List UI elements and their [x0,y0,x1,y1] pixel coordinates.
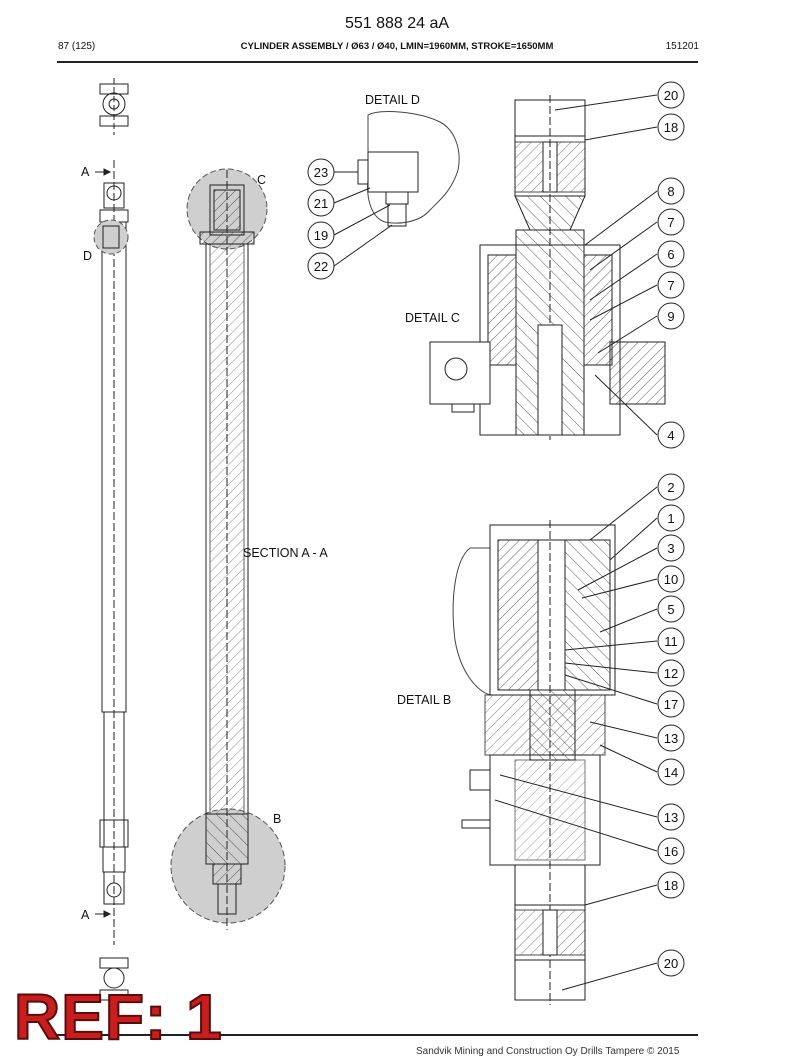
balloon-label: 7 [667,278,674,293]
balloon [657,302,685,330]
item-balloons [307,81,685,977]
balloon-label: 14 [664,765,678,780]
balloon-label: 9 [667,309,674,324]
balloon-label: 13 [664,810,678,825]
balloon-label: 22 [314,259,328,274]
balloon-label: 12 [664,666,678,681]
callout-d-letter: D [83,249,93,263]
balloon [657,271,685,299]
balloon [657,690,685,718]
balloon [657,724,685,752]
balloon [657,659,685,687]
balloon [657,421,685,449]
balloon-label: 10 [664,572,678,587]
balloon-label: 5 [667,602,674,617]
header-rule [57,61,698,63]
balloon [657,177,685,205]
balloon-label: 11 [664,634,678,649]
detail-b-label: DETAIL B [397,693,452,707]
balloon [657,504,685,532]
balloon-label: 21 [314,196,328,211]
balloon-label: 17 [664,697,678,712]
balloon [657,837,685,865]
sheet-title: CYLINDER ASSEMBLY / Ø63 / Ø40, LMIN=1960… [240,41,554,52]
section-marker-bottom: A [81,908,90,922]
balloon-label: 23 [314,165,328,180]
balloon [307,158,335,186]
detail-b-view [452,486,658,1005]
revision-code: 151201 [665,41,699,52]
balloon-label: 20 [664,956,678,971]
callout-c-letter: C [257,173,267,187]
balloon-label: 6 [667,247,674,262]
balloon [657,565,685,593]
detail-d-callout-circle [93,219,129,255]
footer-copyright: Sandvik Mining and Construction Oy Drill… [416,1046,680,1057]
balloon [657,595,685,623]
balloon [657,627,685,655]
balloon [307,221,335,249]
balloon [307,189,335,217]
balloon [657,534,685,562]
balloon [657,871,685,899]
balloon-label: 1 [667,511,674,526]
balloon-label: 16 [664,844,678,859]
balloon [657,949,685,977]
section-marker-top: A [81,165,90,179]
footer-rule [57,1034,698,1036]
balloon-label: 13 [664,731,678,746]
balloon [657,208,685,236]
page-number: 87 (125) [58,41,96,52]
balloon [657,758,685,786]
balloon-label: 18 [664,120,678,135]
detail-d-view [333,110,460,267]
balloon [657,803,685,831]
ref-stamp: REF: 1 [13,981,223,1053]
cylinder-exterior-view [95,78,129,1001]
balloon-label: 2 [667,480,674,495]
balloon [657,81,685,109]
balloon-label: 18 [664,878,678,893]
balloon-label: 4 [667,428,674,443]
detail-c-label: DETAIL C [405,311,460,325]
balloon [307,252,335,280]
detail-c-view [429,94,666,440]
section-aa-label: SECTION A - A [243,546,328,560]
balloon-label: 7 [667,215,674,230]
balloon-label: 19 [314,228,328,243]
balloon-label: 3 [667,541,674,556]
detail-d-label: DETAIL D [365,93,420,107]
balloon [657,240,685,268]
balloon-label: 20 [664,88,678,103]
balloon [657,113,685,141]
document-number: 551 888 24 aA [344,15,450,32]
section-a-a-view [170,168,286,930]
callout-b-letter: B [273,812,282,826]
balloon [657,473,685,501]
balloon-label: 8 [667,184,674,199]
